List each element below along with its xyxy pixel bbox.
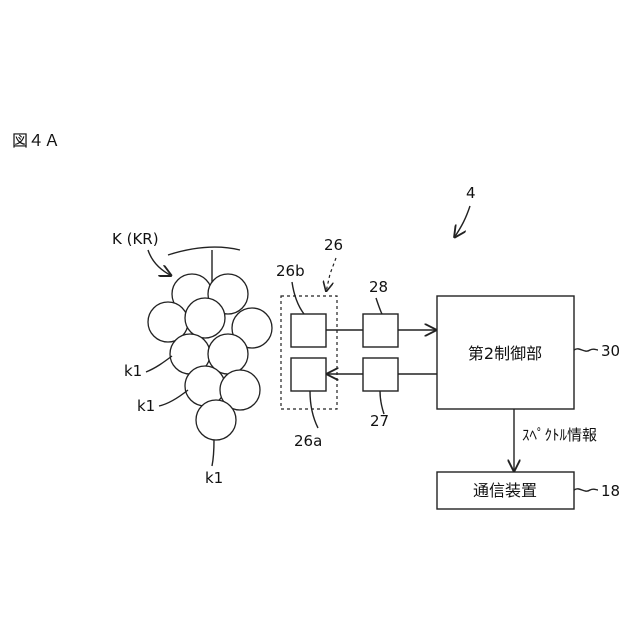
comm-device-ref: 18 — [601, 482, 620, 500]
sensor-unit-ref: 26 — [324, 236, 343, 254]
transmitter-leader — [380, 391, 384, 414]
berry-leader — [212, 440, 214, 466]
controller-ref: 30 — [601, 342, 620, 360]
comm-ref-tilde — [574, 489, 598, 491]
controller-ref-tilde — [574, 349, 598, 351]
berry-leader — [159, 390, 188, 406]
device-leader-arrow — [454, 206, 470, 238]
berry-label: k1 — [137, 397, 155, 415]
sensor-a-box — [291, 358, 326, 391]
comm-device-label: 通信装置 — [473, 481, 537, 500]
fruit-label: K (KR) — [112, 230, 159, 248]
sensor-a-ref: 26a — [294, 432, 322, 450]
sensor-b-box — [291, 314, 326, 347]
berry-label: k1 — [124, 362, 142, 380]
transmitter-box — [363, 358, 398, 391]
sensor-b-leader — [292, 282, 304, 314]
spectral-info-caption: ｽﾍﾟｸﾄﾙ情報 — [522, 426, 597, 444]
controller-label: 第2制御部 — [468, 344, 542, 363]
berry-label: k1 — [205, 469, 223, 487]
receiver-leader — [376, 298, 382, 314]
berry — [185, 298, 225, 338]
sensor-unit-leader — [326, 258, 336, 292]
receiver-box — [363, 314, 398, 347]
grape-cluster — [148, 274, 272, 440]
device-ref: 4 — [466, 184, 476, 202]
berry-leader — [146, 356, 172, 372]
figure-label: 図４Ａ — [12, 131, 60, 150]
stem-top — [168, 247, 240, 255]
berry — [196, 400, 236, 440]
sensor-b-ref: 26b — [276, 262, 305, 280]
fruit-leader — [148, 250, 172, 276]
transmitter-ref: 27 — [370, 412, 389, 430]
sensor-unit-box — [281, 296, 337, 409]
receiver-ref: 28 — [369, 278, 388, 296]
